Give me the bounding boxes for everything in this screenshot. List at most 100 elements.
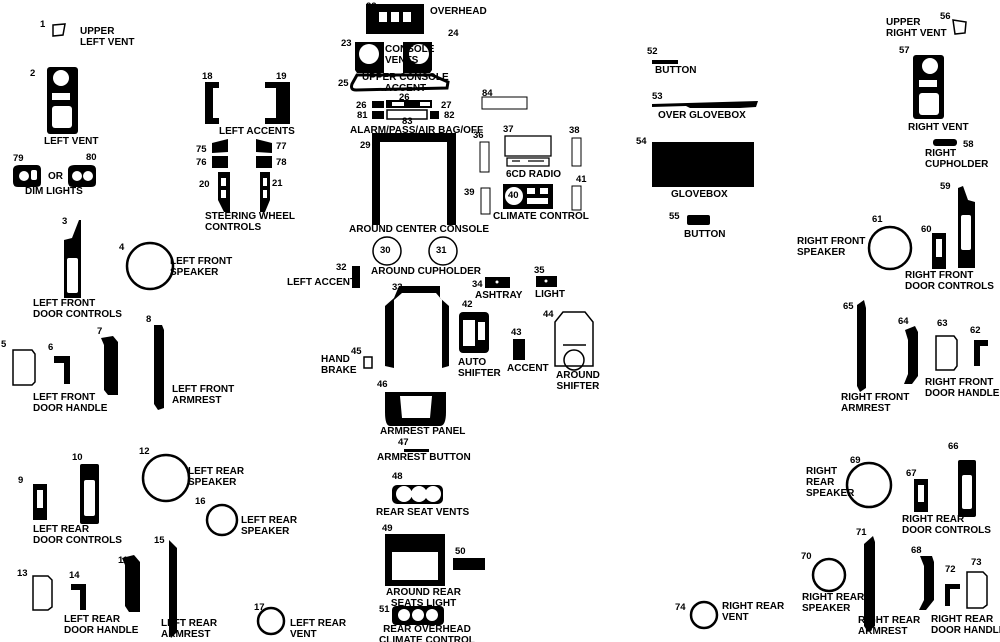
right-rear-door-handle-piece-68: [919, 556, 934, 610]
label-right-front-speaker: RIGHT FRONT SPEAKER: [797, 236, 866, 258]
part-number: 84: [482, 88, 493, 99]
part-number: 81: [357, 110, 368, 121]
around-rear-seats-light-piece: [385, 534, 445, 586]
part-number: 41: [576, 174, 587, 185]
label-overhead: OVERHEAD: [430, 6, 487, 17]
part-number: 24: [448, 28, 459, 39]
part-number: 1: [40, 19, 46, 30]
label-or: OR: [48, 171, 63, 182]
label-right-front-armrest: RIGHT FRONT ARMREST: [841, 392, 910, 414]
steering-piece-78: [256, 156, 272, 168]
alarm-piece: [372, 100, 439, 120]
label-left-rear-speaker-12: LEFT REAR SPEAKER: [188, 466, 245, 488]
right-rear-door-controls-piece-66: [958, 460, 976, 517]
part-number: 65: [843, 301, 854, 312]
right-rear-door-handle-piece-72: [945, 584, 960, 606]
part-number: 82: [444, 110, 455, 121]
part-number: 48: [392, 471, 403, 482]
part-number: 61: [872, 214, 883, 225]
part-33-piece: [385, 286, 449, 368]
around-shifter-piece: [554, 311, 594, 371]
part-number: 15: [154, 535, 165, 546]
right-rear-door-controls-piece-67: [914, 479, 928, 512]
label-button-55: BUTTON: [684, 229, 726, 240]
label-armrest-button: ARMREST BUTTON: [377, 452, 471, 463]
part-41-piece: [571, 185, 582, 211]
part-number: 11: [118, 555, 129, 566]
part-number: 34: [472, 279, 483, 290]
label-right-cupholder: RIGHT CUPHOLDER: [925, 148, 989, 170]
part-number: 38: [569, 125, 580, 136]
part-number: 64: [898, 316, 909, 327]
part-number: 44: [543, 309, 554, 320]
part-number: 77: [276, 141, 287, 152]
part-number: 74: [675, 602, 686, 613]
left-front-armrest-piece: [154, 325, 164, 410]
left-rear-door-handle-piece-13: [32, 575, 53, 611]
part-number: 83: [402, 116, 413, 127]
label-left-vent: LEFT VENT: [44, 136, 99, 147]
label-left-front-door-handle: LEFT FRONT DOOR HANDLE: [33, 392, 108, 414]
part-number: 3: [62, 216, 68, 227]
part-38-piece: [571, 137, 582, 167]
part-number: 39: [464, 187, 475, 198]
part-number: 72: [945, 564, 956, 575]
part-number: 16: [195, 496, 206, 507]
accent-piece-43: [513, 339, 525, 360]
cupholder-ring-31: [428, 236, 458, 266]
part-number: 63: [937, 318, 948, 329]
steering-piece-21: [260, 172, 270, 212]
right-rear-armrest-piece: [864, 536, 875, 632]
part-number: 76: [196, 157, 207, 168]
part-number: 50: [455, 546, 466, 557]
label-upper-console-accent: UPPER CONSOLE ACCENT: [362, 72, 449, 94]
part-number: 55: [669, 211, 680, 222]
part-number: 33: [392, 282, 403, 293]
right-rear-vent-piece: [689, 600, 719, 630]
part-number: 26: [356, 100, 367, 111]
label-alarm: ALARM/PASS/AIR BAG/OFF: [350, 125, 484, 136]
right-rear-speaker-piece-70: [811, 557, 847, 593]
label-rear-seat-vents: REAR SEAT VENTS: [376, 507, 470, 518]
part-number: 37: [503, 124, 514, 135]
label-right-rear-vent: RIGHT REAR VENT: [722, 601, 785, 623]
label-around-rear-seats-light: AROUND REAR SEATS LIGHT: [386, 587, 461, 609]
label-climate-control: CLIMATE CONTROL: [493, 211, 589, 222]
part-number: 30: [380, 245, 391, 256]
button-piece-52: [652, 60, 678, 64]
cupholder-ring-30: [372, 236, 402, 266]
left-front-door-handle-piece-5: [12, 349, 36, 386]
left-front-speaker-piece: [125, 241, 175, 291]
label-right-vent: RIGHT VENT: [908, 122, 969, 133]
left-rear-door-controls-piece-9: [33, 484, 47, 520]
left-accent-piece-18: [205, 82, 219, 124]
right-front-door-handle-piece-64: [904, 326, 918, 384]
part-number: 18: [202, 71, 213, 82]
left-accent-piece-19: [265, 82, 290, 124]
label-right-rear-speaker-69: RIGHT REAR SPEAKER: [806, 466, 855, 499]
part-number: 22: [366, 1, 377, 12]
label-console-vents: CONSOLE VENTS: [385, 44, 435, 66]
steering-piece-77: [256, 139, 272, 153]
part-number: 68: [911, 545, 922, 556]
left-front-door-handle-piece-7: [101, 336, 118, 395]
right-cupholder-piece: [933, 139, 957, 146]
right-front-door-handle-piece-63: [935, 335, 958, 371]
part-number: 62: [970, 325, 981, 336]
label-right-front-door-controls: RIGHT FRONT DOOR CONTROLS: [905, 270, 994, 292]
part-number: 12: [139, 446, 150, 457]
console-vent-piece-24: [403, 42, 432, 73]
part-number: 46: [377, 379, 388, 390]
part-number: 75: [196, 144, 207, 155]
left-rear-speaker-piece-12: [141, 453, 191, 503]
part-number: 73: [971, 557, 982, 568]
part-number: 59: [940, 181, 951, 192]
right-vent-piece: [913, 55, 944, 119]
label-around-center-console: AROUND CENTER CONSOLE: [349, 224, 490, 235]
six-cd-radio-piece: [504, 135, 552, 167]
climate-control-piece: [503, 184, 553, 209]
right-rear-speaker-piece-69: [845, 461, 893, 509]
part-number: 60: [921, 224, 932, 235]
dim-lights-piece-79: [13, 165, 41, 187]
